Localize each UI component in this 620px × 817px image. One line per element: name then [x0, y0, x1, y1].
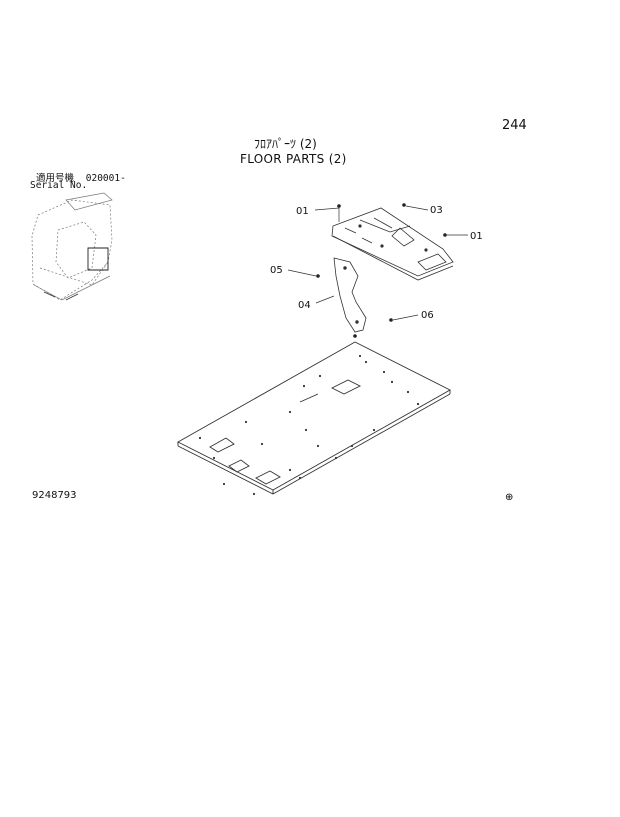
serial-label-en: Serial No. — [30, 180, 88, 191]
title-japanese: ﾌﾛｱﾊﾟｰﾂ (2) — [254, 137, 317, 151]
bolts — [316, 203, 447, 338]
callouts: 01 03 01 05 04 06 — [270, 205, 483, 321]
leader-lines — [287, 205, 468, 321]
base-plate-holes — [198, 354, 420, 496]
callout-05: 05 — [270, 265, 283, 276]
callout-03: 03 — [430, 205, 443, 216]
serial-label-jp: 適用号機 020001- — [36, 170, 126, 184]
document-number: 9248793 — [32, 490, 77, 501]
circled-symbol: ⊕ — [505, 492, 513, 503]
callout-01-right: 01 — [470, 231, 483, 242]
callout-04: 04 — [298, 300, 311, 311]
upper-floor-plate — [331, 207, 454, 281]
page-number: 244 — [502, 118, 527, 133]
serial-range: 020001- — [85, 173, 126, 184]
bracket-part — [333, 257, 367, 333]
callout-06: 06 — [421, 310, 434, 321]
serial-label-jp-text: 適用号機 — [36, 173, 75, 184]
title-english: FLOOR PARTS (2) — [240, 152, 347, 166]
callout-01-top: 01 — [296, 206, 309, 217]
base-floor-plate — [177, 341, 451, 495]
machine-thumbnail — [31, 192, 113, 301]
